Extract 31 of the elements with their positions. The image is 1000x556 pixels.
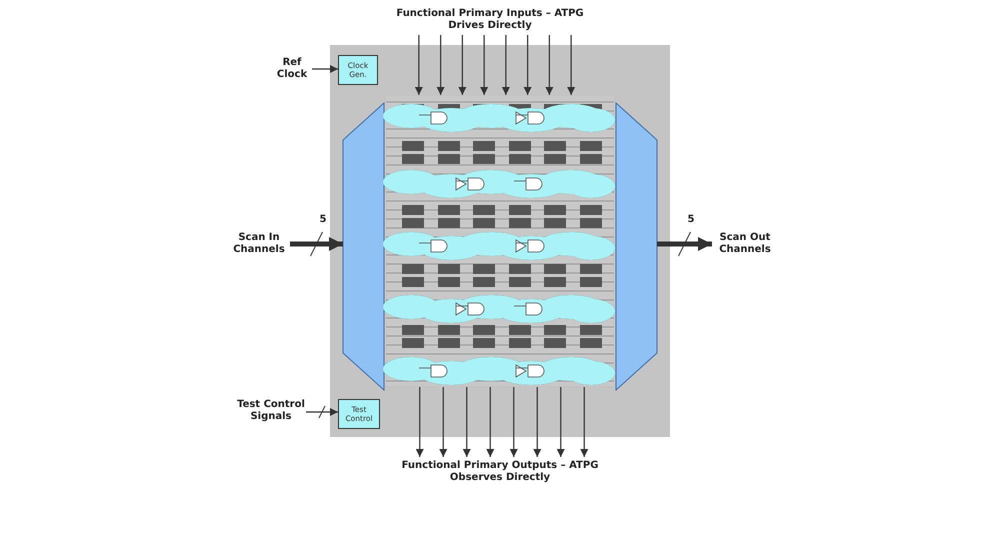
arrow [533, 387, 542, 457]
edge-label: 5 [686, 214, 696, 225]
arrow [567, 35, 576, 95]
arrow [462, 387, 471, 457]
edge-label: 5 [318, 214, 328, 225]
arrow [312, 65, 338, 73]
arrow [502, 35, 510, 95]
arrow [556, 387, 565, 457]
arrow [458, 35, 466, 95]
arrow [436, 35, 445, 95]
arrow [580, 387, 588, 457]
chip-block [330, 45, 670, 437]
signal-label: Scan Out Channels [712, 230, 778, 258]
arrow [480, 35, 488, 95]
bus-arrow [290, 232, 343, 256]
arrow [486, 387, 494, 457]
arrow [439, 387, 448, 457]
signal-label: Scan In Channels [228, 230, 290, 258]
signal-label: Functional Primary Outputs – ATPG Observes Directly [380, 458, 620, 486]
arrow [306, 406, 338, 418]
signal-label: Test Control Signals [236, 397, 306, 425]
arrow [510, 387, 518, 457]
arrow [414, 35, 423, 95]
bus-arrow [657, 232, 712, 256]
signal-label: Functional Primary Inputs – ATPG Drives Directly [380, 6, 600, 34]
compactor-trapezoid [616, 103, 657, 390]
arrow [416, 387, 424, 457]
signal-label: Ref Clock [272, 55, 312, 83]
decompressor-trapezoid [343, 103, 384, 390]
arrow [545, 35, 554, 95]
arrow [524, 35, 532, 95]
